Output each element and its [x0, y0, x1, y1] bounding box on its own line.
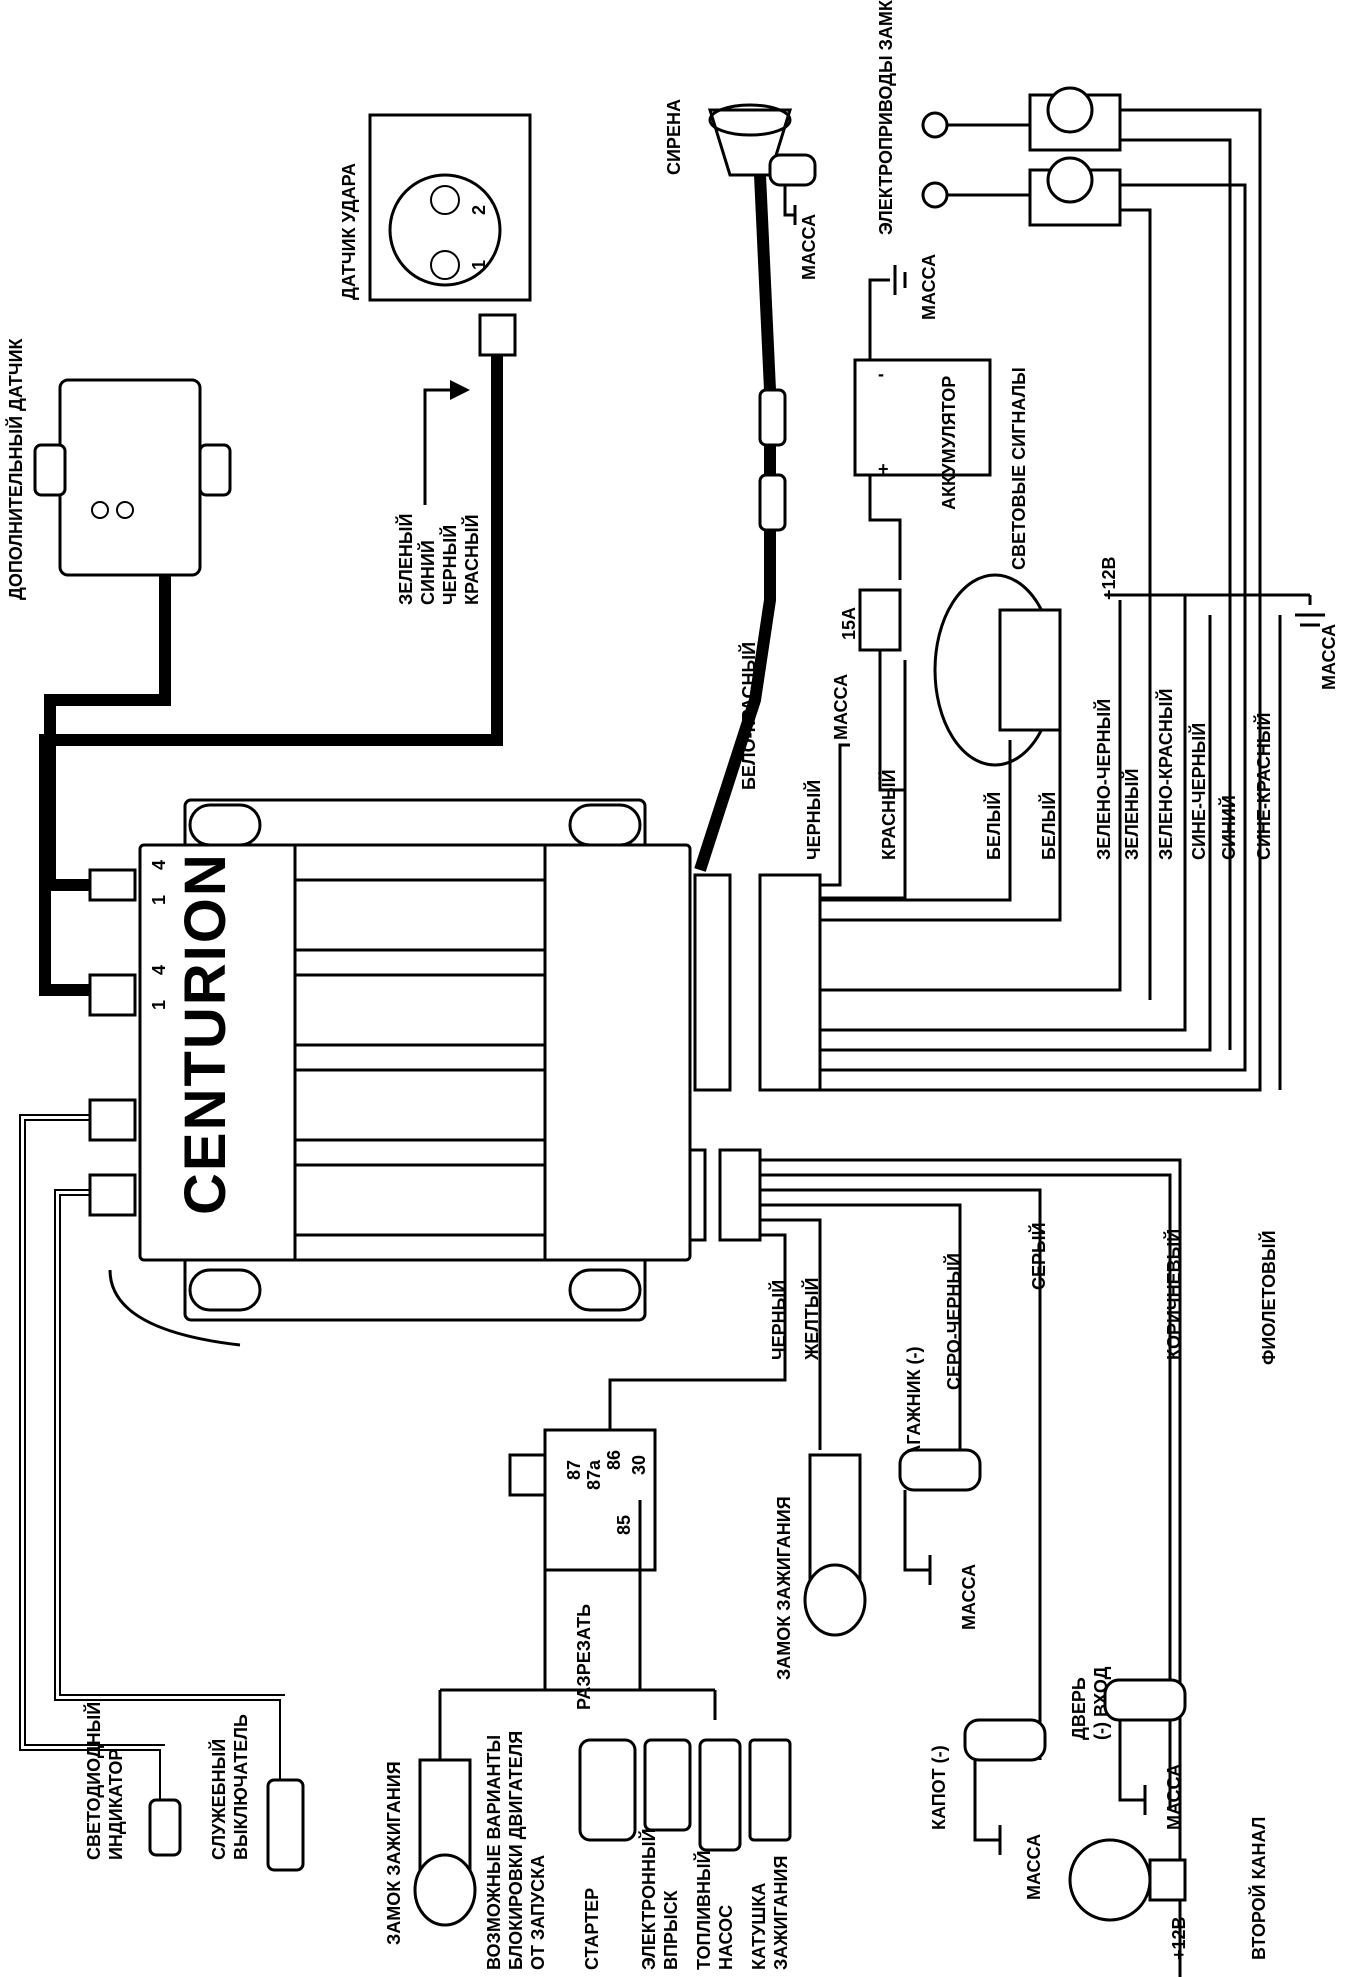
relay-pin-86: 86 — [604, 1450, 624, 1470]
wire-label-blue-black: СИНЕ-ЧЕРНЫЙ — [1188, 723, 1209, 860]
ignition-coil-line-1: КАТУШКА — [749, 1883, 769, 1970]
hood-mass-label: МАССА — [1024, 1834, 1044, 1900]
door-actuators-label: ЭЛЕКТРОПРИВОДЫ ЗАМКОВ ДВЕРЕЙ — [875, 0, 896, 235]
wire-label-black: ЧЕРНЫЙ — [803, 780, 824, 860]
wire-label-grey-black: СЕРО-ЧЕРНЫЙ — [943, 1253, 964, 1390]
service-switch-line-2: ВЫКЛЮЧАТЕЛЬ — [231, 1714, 251, 1860]
pin-label: 1 — [149, 895, 169, 905]
second-channel-label: ВТОРОЙ КАНАЛ — [1248, 1817, 1269, 1960]
siren: СИРЕНА МАССА — [664, 99, 819, 280]
door-input-line-2: (-) ВХОД — [1091, 1666, 1111, 1740]
wire-label-red: КРАСНЫЙ — [461, 514, 482, 605]
block-variants-line-3: ОТ ЗАПУСКА — [528, 1855, 548, 1970]
light-signals: СВЕТОВЫЕ СИГНАЛЫ — [933, 367, 1062, 767]
wire-label-brown: КОРИЧНЕВЫЙ — [1163, 1229, 1184, 1360]
wire-label-black-low: ЧЕРНЫЙ — [768, 1280, 789, 1360]
wire-label-green-red: ЗЕЛЕНО-КРАСНЫЙ — [1155, 689, 1176, 860]
injection-line-2: ВПРЫСК — [661, 1889, 681, 1970]
hood-switch: КАПОТ (-) МАССА — [929, 1718, 1047, 1900]
relay-pin-85: 85 — [614, 1515, 634, 1535]
door-actuators: ЭЛЕКТРОПРИВОДЫ ЗАМКОВ ДВЕРЕЙ — [875, 0, 1122, 235]
fuse-label: 15А — [839, 607, 859, 640]
wire-label-grey: СЕРЫЙ — [1028, 1222, 1049, 1290]
battery-mass-label: МАССА — [919, 254, 939, 320]
wire-label-white-2: БЕЛЫЙ — [1038, 792, 1059, 860]
control-unit: CENTURION 1 4 1 4 — [88, 798, 822, 1322]
battery-label: АККУМУЛЯТОР — [939, 376, 959, 510]
wire-label-blue: СИНИЙ — [417, 540, 438, 605]
shock-pin-1: 1 — [469, 260, 489, 270]
pin-label: 1 — [149, 1000, 169, 1010]
service-switch-line-1: СЛУЖЕБНЫЙ — [208, 1739, 229, 1860]
plus12-label: +12В — [1099, 556, 1119, 600]
shock-pin-2: 2 — [469, 205, 489, 215]
ignition-lock-lower: ЗАМОК ЗАЖИГАНИЯ — [384, 1758, 477, 1945]
relay-pin-30: 30 — [629, 1455, 649, 1475]
led-indicator-line-2: ИНДИКАТОР — [106, 1749, 126, 1860]
pin-label: 4 — [149, 965, 169, 975]
hood-label: КАПОТ (-) — [929, 1745, 949, 1830]
light-signals-label: СВЕТОВЫЕ СИГНАЛЫ — [1009, 367, 1029, 570]
siren-mass-label: МАССА — [799, 214, 819, 280]
shock-sensor-label: ДАТЧИК УДАРА — [339, 163, 359, 300]
block-variants-line-1: ВОЗМОЖНЫЕ ВАРИАНТЫ — [484, 1735, 504, 1970]
service-switch: СЛУЖЕБНЫЙ ВЫКЛЮЧАТЕЛЬ — [208, 1714, 305, 1872]
wire-label-mass: МАССА — [831, 674, 851, 740]
wire-label-red: КРАСНЫЙ — [878, 769, 899, 860]
wire-label-white: БЕЛЫЙ — [983, 792, 1004, 860]
battery-plus: + — [878, 459, 889, 479]
right-wire-labels: ЧЕРНЫЙ МАССА КРАСНЫЙ БЕЛЫЙ БЕЛЫЙ ЗЕЛЕНО-… — [803, 674, 1274, 860]
wire-label-green-black: ЗЕЛЕНО-ЧЕРНЫЙ — [1093, 699, 1114, 860]
trunk-mass-label: МАССА — [959, 1564, 979, 1630]
wire-label-blue: СИНИЙ — [1218, 795, 1239, 860]
door-mass-label: МАССА — [1164, 1764, 1184, 1830]
battery-minus: - — [878, 364, 884, 384]
injection-line-1: ЭЛЕКТРОННЫЙ — [638, 1828, 659, 1970]
ignition-lock-label: ЗАМОК ЗАЖИГАНИЯ — [774, 1496, 794, 1680]
starter-label: СТАРТЕР — [582, 1888, 602, 1970]
wire-label-blue-red: СИНЕ-КРАСНЫЙ — [1253, 713, 1274, 860]
pin-label: 4 — [149, 860, 169, 870]
wire-label-white-red: БЕЛО-КРАСНЫЙ — [738, 642, 759, 790]
lower-wire-labels: ЧЕРНЫЙ ЖЕЛТЫЙ БАГАЖНИК (-) СЕРО-ЧЕРНЫЙ С… — [768, 1222, 1279, 1470]
mass-right-label: МАССА — [1319, 624, 1339, 690]
block-variants-line-2: БЛОКИРОВКИ ДВИГАТЕЛЯ — [506, 1731, 526, 1970]
lamp-plus12-label: +12В — [1169, 1916, 1189, 1960]
door-switch: ДВЕРЬ (-) ВХОД МАССА — [1069, 1666, 1187, 1830]
shock-sensor: ДАТЧИК УДАРА 1 2 — [339, 113, 532, 357]
fuel-pump-line-1: ТОПЛИВНЫЙ — [693, 1850, 714, 1970]
wire-label-black: ЧЕРНЫЙ — [439, 525, 460, 605]
battery: - + АККУМУЛЯТОР МАССА — [853, 254, 992, 510]
ignition-lock-middle: ЗАМОК ЗАЖИГАНИЯ — [774, 1453, 867, 1680]
wire-label-green: ЗЕЛЕНЫЙ — [395, 514, 416, 605]
relay-pin-87a: 87a — [584, 1459, 604, 1490]
trunk-switch: МАССА — [898, 1448, 982, 1630]
block-variants: ВОЗМОЖНЫЕ ВАРИАНТЫ БЛОКИРОВКИ ДВИГАТЕЛЯ … — [484, 1731, 792, 1970]
ignition-lock-lower-label: ЗАМОК ЗАЖИГАНИЯ — [384, 1761, 404, 1945]
led-indicator: СВЕТОДИОДНЫЙ ИНДИКАТОР — [83, 1702, 182, 1860]
led-indicator-line-1: СВЕТОДИОДНЫЙ — [83, 1702, 104, 1860]
sensor-wires-labels: ЗЕЛЕНЫЙ СИНИЙ ЧЕРНЫЙ КРАСНЫЙ — [395, 380, 482, 605]
siren-label: СИРЕНА — [664, 99, 684, 175]
wire-label-yellow: ЖЕЛТЫЙ — [801, 1278, 822, 1361]
brand-logo: CENTURION — [173, 852, 238, 1215]
fuel-pump-line-2: НАСОС — [716, 1905, 736, 1970]
fuse: 15А — [839, 588, 902, 652]
relay-pin-87: 87 — [564, 1460, 584, 1480]
cut-label: РАЗРЕЗАТЬ — [574, 1604, 594, 1710]
second-channel-lamp: +12В ВТОРОЙ КАНАЛ — [1068, 1817, 1269, 1960]
wire-label-green: ЗЕЛЕНЫЙ — [1121, 769, 1142, 860]
wire-label-violet: ФИОЛЕТОВЫЙ — [1258, 1230, 1279, 1365]
door-input-line-1: ДВЕРЬ — [1069, 1677, 1089, 1740]
extra-sensor: ДОПОЛНИТЕЛЬНЫЙ ДАТЧИК — [5, 337, 232, 600]
wire-label-trunk: БАГАЖНИК (-) — [904, 1346, 924, 1470]
relay: 87 87a 86 85 30 — [508, 1428, 657, 1572]
ignition-coil-line-2: ЗАЖИГАНИЯ — [771, 1856, 791, 1970]
extra-sensor-label: ДОПОЛНИТЕЛЬНЫЙ ДАТЧИК — [5, 337, 26, 600]
